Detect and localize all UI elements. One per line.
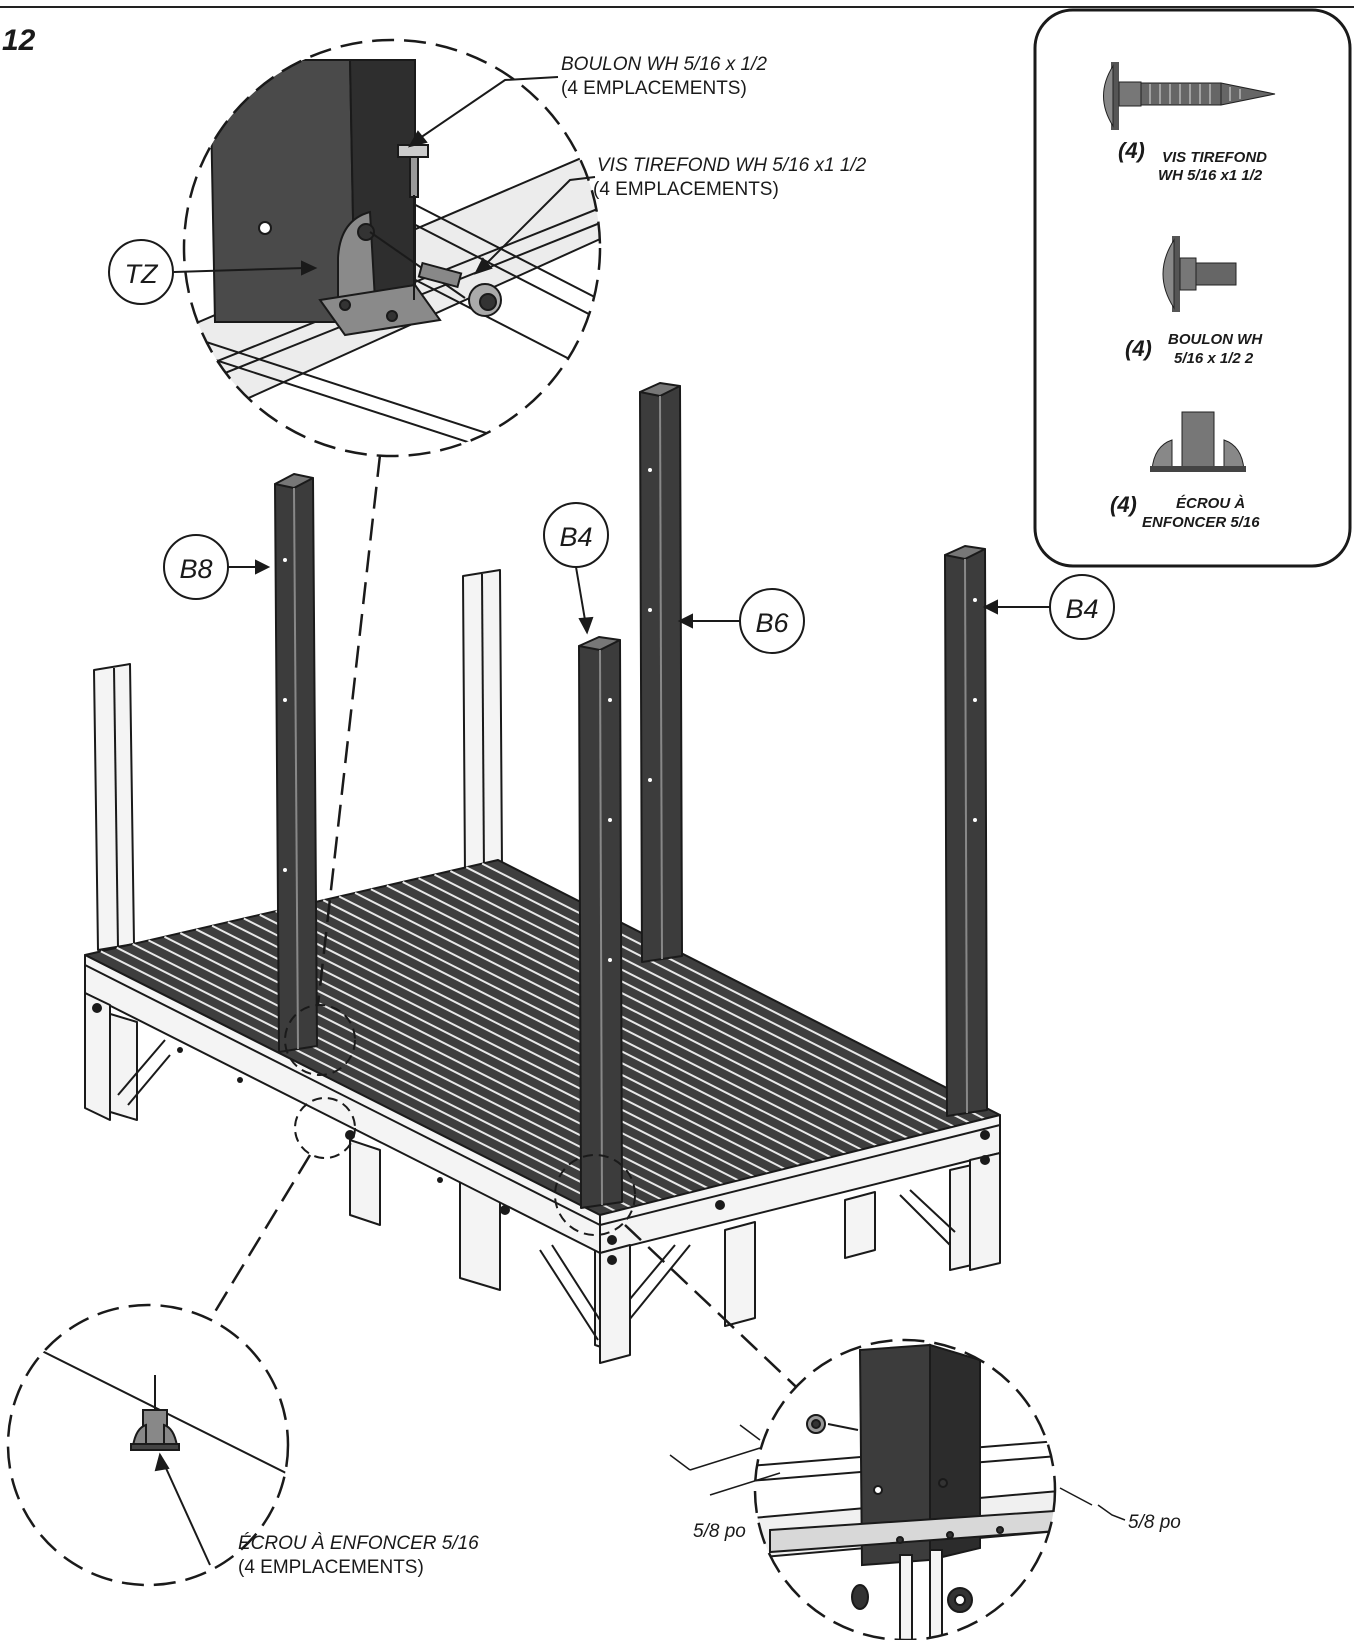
callout-leaders: [173, 76, 1050, 635]
deck-board-line: [465, 866, 970, 1124]
deck-board-line: [291, 906, 801, 1166]
bolt-icon: [1162, 236, 1237, 312]
deck-board-line: [306, 902, 816, 1163]
post-back-middle: [462, 569, 503, 877]
offset-right-label: 5/8 po: [1128, 1512, 1181, 1533]
callout-b4-front: B4: [559, 522, 592, 552]
deck-board-line: [243, 917, 755, 1178]
lag-screw-line1: VIS TIREFOND: [1162, 149, 1267, 166]
tee-nut-line2: ENFONCER 5/16: [1142, 514, 1260, 531]
deck-board-line: [481, 862, 986, 1120]
deck-board-line: [259, 913, 770, 1174]
lag-screw-icon: [1103, 62, 1276, 130]
deck-board-line: [116, 946, 632, 1209]
hardware-panel: (4) VIS TIREFOND WH 5/16 x1 1/2 (4) BOUL…: [1033, 8, 1352, 568]
deck-board-line: [402, 881, 909, 1139]
tee-nut-icon: [1150, 411, 1246, 472]
detail-bottom-right: [669, 1338, 1126, 1640]
callout-b8: B8: [179, 554, 212, 584]
lag-screw-qty: (4): [1118, 138, 1145, 163]
deck-board-line: [418, 877, 924, 1136]
post-back-left: [93, 663, 135, 951]
post-b8: [274, 473, 318, 1053]
bolt-line1: BOULON WH: [1168, 331, 1263, 348]
deck-legs: [96, 1009, 986, 1356]
callout-b4-front-circle: [543, 502, 609, 568]
callout-b6: B6: [755, 608, 789, 638]
deck-board-line: [275, 910, 786, 1170]
deck-board-line: [386, 884, 893, 1143]
deck-braces: [117, 1039, 956, 1341]
callout-circles: [108, 239, 1115, 654]
deck-board-line: [449, 870, 955, 1128]
deck-board-line: [148, 939, 662, 1201]
bolt-label-line1: BOULON WH 5/16 x 1/2: [561, 54, 767, 75]
deck-board-line: [100, 950, 616, 1213]
callout-tz: TZ: [125, 259, 159, 289]
callout-b6-circle: [739, 588, 805, 654]
tee-nut-line1: ÉCROU À: [1176, 495, 1245, 512]
post-b6: [639, 382, 683, 963]
lag-label-line2: (4 EMPLACEMENTS): [593, 179, 779, 200]
deck-board-line: [434, 873, 939, 1132]
callout-tz-circle: [108, 239, 174, 305]
detail-bottom-left: [6, 1303, 290, 1587]
detail-leaders: [208, 454, 811, 1401]
deck-board-line: [132, 943, 647, 1205]
tee-nut-label-line1: ÉCROU À ENFONCER 5/16: [238, 1533, 479, 1554]
bolt-label-line2: (4 EMPLACEMENTS): [561, 78, 747, 99]
offset-left-label: 5/8 po: [693, 1521, 746, 1542]
post-b4-front: [578, 636, 623, 1209]
bolt-qty: (4): [1125, 336, 1152, 361]
post-b4-right: [944, 545, 988, 1117]
callout-b4-right-circle: [1049, 574, 1115, 640]
tee-nut-qty: (4): [1110, 492, 1137, 517]
deck-board-line: [322, 899, 832, 1159]
deck-board-line: [370, 888, 878, 1147]
step-number: 12: [2, 24, 36, 57]
callout-b4-right: B4: [1065, 594, 1098, 624]
detail-top: [182, 38, 602, 458]
lag-screw-line2: WH 5/16 x1 1/2: [1158, 167, 1263, 184]
deck-assembly: [84, 382, 1001, 1364]
dimension-lines: [669, 1424, 1126, 1521]
bolt-line2: 5/16 x 1/2 2: [1174, 350, 1254, 367]
lag-label-line1: VIS TIREFOND WH 5/16 x1 1/2: [597, 155, 867, 176]
reference-circles: [284, 1004, 636, 1236]
tee-nut-label-line2: (4 EMPLACEMENTS): [238, 1557, 424, 1578]
callout-b8-circle: [163, 534, 229, 600]
